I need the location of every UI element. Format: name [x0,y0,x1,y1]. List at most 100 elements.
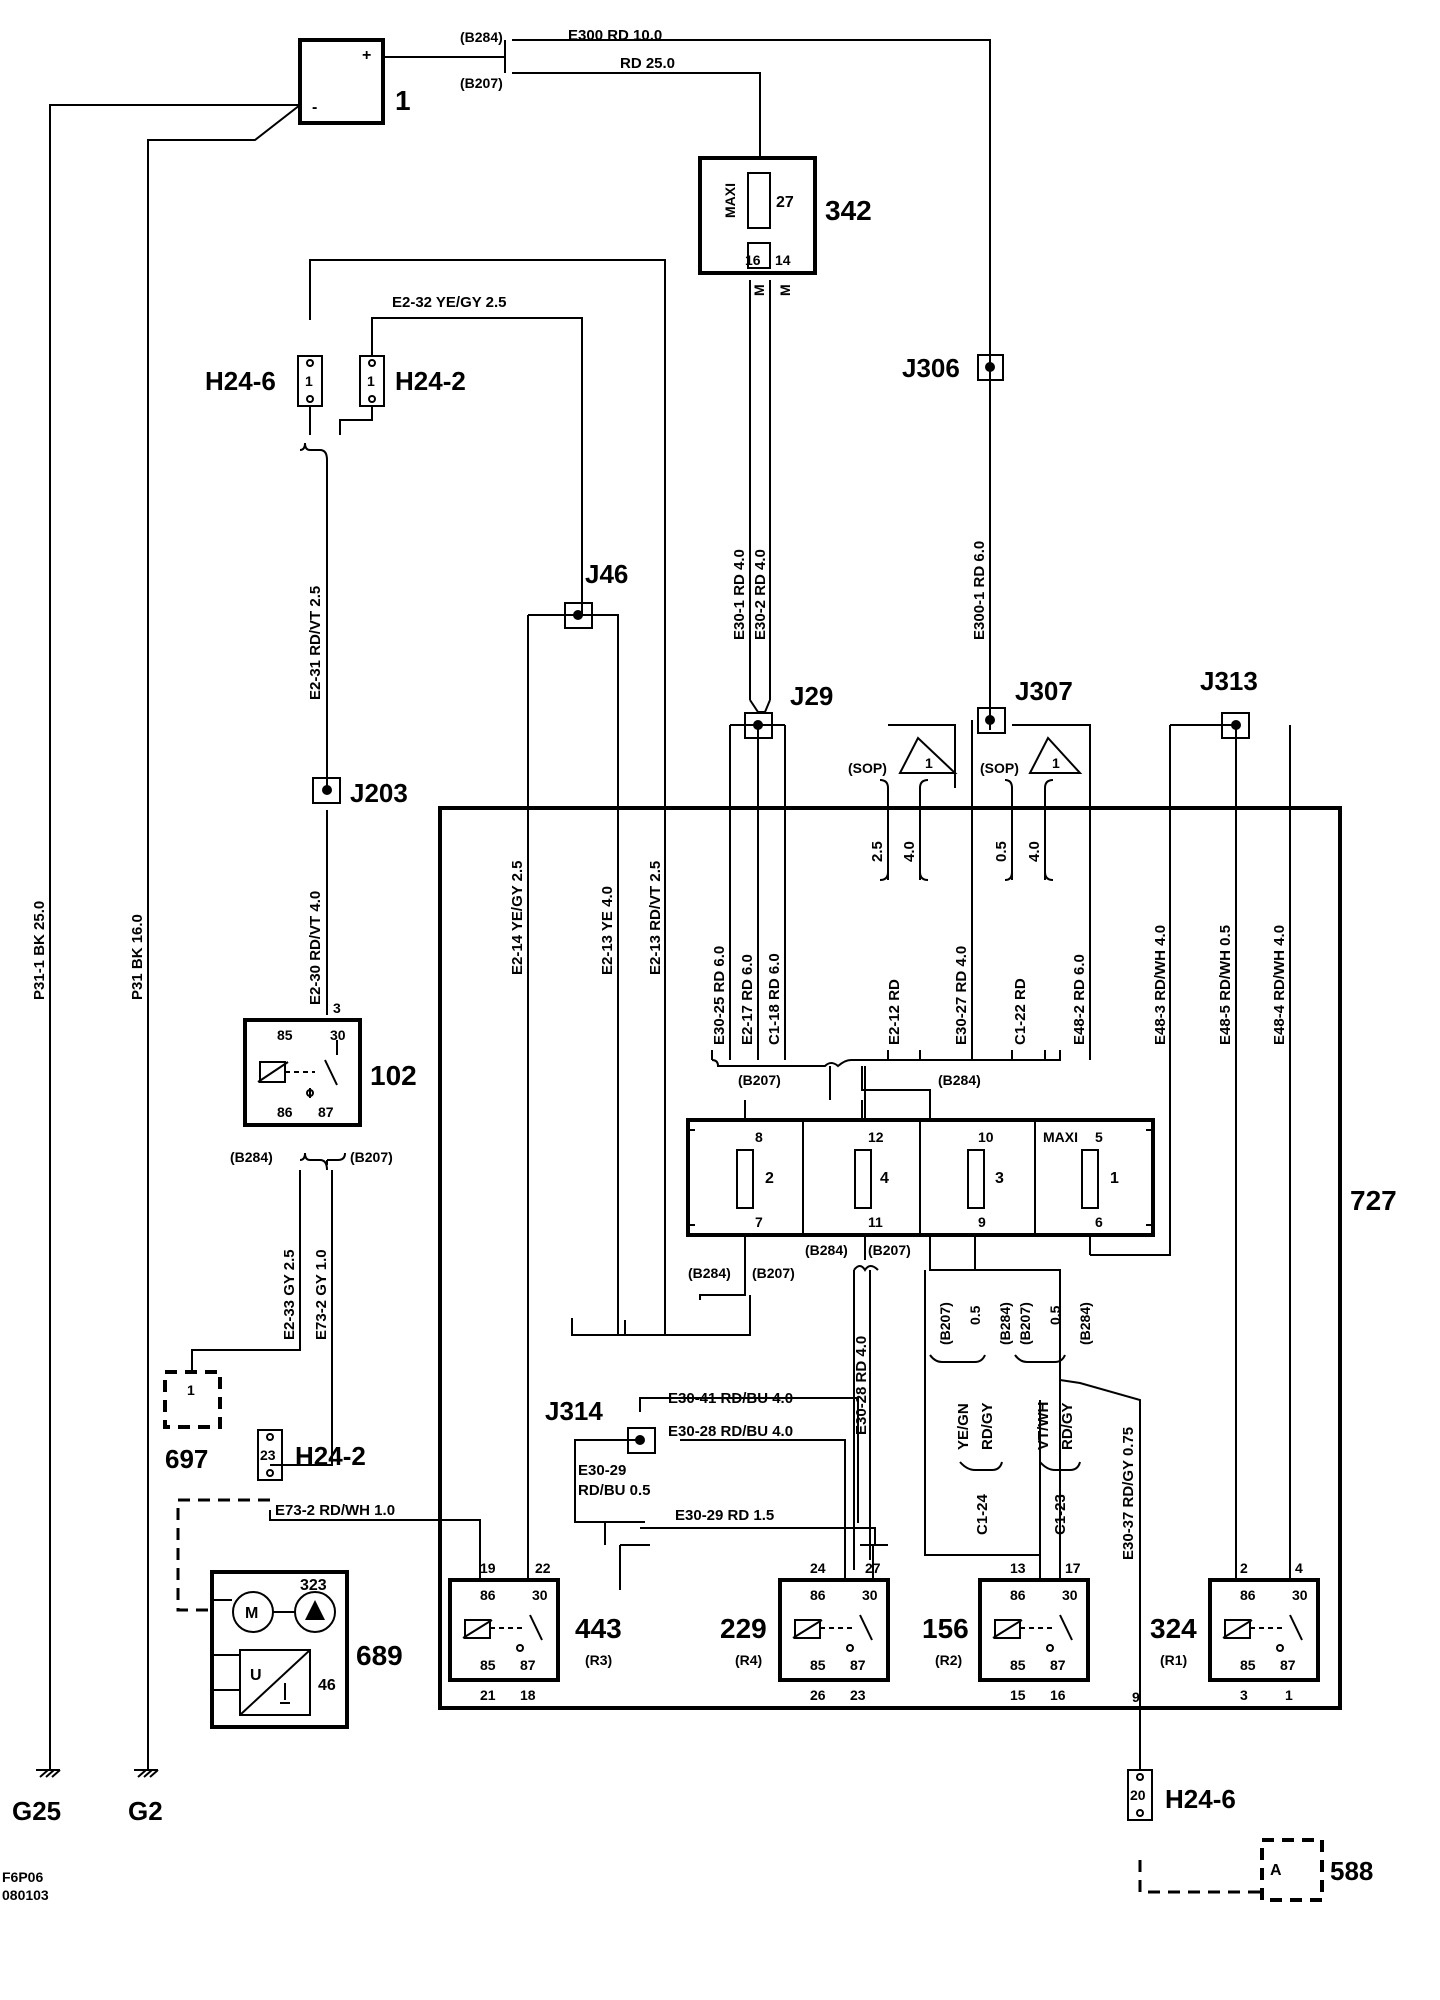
svg-text:3: 3 [333,1000,341,1016]
svg-text:E30-28 RD 4.0: E30-28 RD 4.0 [853,1336,870,1435]
svg-text:(B207): (B207) [937,1302,953,1345]
svg-text:46: 46 [318,1677,336,1694]
connector-h24-2-left: 23 H24-2 [257,1429,366,1481]
svg-text:86: 86 [1240,1587,1256,1603]
svg-text:85: 85 [1010,1657,1026,1673]
svg-text:19: 19 [480,1560,496,1576]
svg-text:RD 25.0: RD 25.0 [620,55,675,72]
junction-j29: J29 [744,681,833,739]
junction-j314: J314 [545,1396,656,1454]
component-588: A 588 [1260,1838,1373,1902]
svg-text:E2-31 RD/VT 2.5: E2-31 RD/VT 2.5 [307,586,324,700]
svg-text:(R4): (R4) [735,1652,762,1668]
svg-text:27: 27 [865,1560,881,1576]
maxi-pin-14: 14 [775,252,791,268]
svg-text:102: 102 [370,1060,417,1091]
fuse-4: 12 4 11 [854,1129,889,1230]
svg-text:E30-28 RD/BU 4.0: E30-28 RD/BU 4.0 [668,1423,793,1440]
svg-text:VT/WH: VT/WH [1035,1402,1052,1450]
svg-text:J203: J203 [350,778,408,808]
svg-text:87: 87 [520,1657,536,1673]
svg-text:0.5: 0.5 [1047,1305,1063,1325]
svg-text:(B284): (B284) [230,1149,273,1165]
svg-text:324: 324 [1150,1613,1197,1644]
svg-text:86: 86 [277,1104,293,1120]
svg-text:10: 10 [978,1129,994,1145]
svg-text:E300 RD 10.0: E300 RD 10.0 [568,27,662,44]
svg-text:C1-23: C1-23 [1052,1494,1069,1535]
svg-text:E2-13 YE 4.0: E2-13 YE 4.0 [599,886,616,975]
svg-text:E2-13 RD/VT 2.5: E2-13 RD/VT 2.5 [647,861,664,975]
svg-text:0.5: 0.5 [993,841,1010,862]
svg-text:23: 23 [850,1687,866,1703]
svg-text:E30-1 RD 4.0: E30-1 RD 4.0 [731,549,748,640]
svg-text:4: 4 [1295,1560,1303,1576]
svg-text:(B284): (B284) [938,1072,981,1088]
svg-text:(R2): (R2) [935,1652,962,1668]
svg-text:RD/BU 0.5: RD/BU 0.5 [578,1482,651,1499]
maxi-fuse-no: 27 [776,194,794,211]
svg-text:E2-33 GY 2.5: E2-33 GY 2.5 [281,1249,298,1340]
svg-text:(B207): (B207) [738,1072,781,1088]
relay-102: 85 30 86 87 3 102 [243,1000,417,1127]
maxi-mark-a: M [751,284,767,296]
svg-text:A: A [1270,1862,1282,1879]
svg-text:2: 2 [765,1170,774,1187]
connector-h24-6-top: 1 H24-6 [205,355,323,407]
fuse-3: 10 3 9 [967,1129,1004,1230]
battery-label: 1 [395,85,411,116]
svg-text:(B284): (B284) [997,1302,1013,1345]
svg-text:229: 229 [720,1613,767,1644]
svg-text:5: 5 [1095,1129,1103,1145]
svg-text:85: 85 [277,1027,293,1043]
svg-text:YE/GN: YE/GN [955,1403,972,1450]
svg-text:J306: J306 [902,353,960,383]
svg-text:6: 6 [1095,1214,1103,1230]
svg-text:E2-32 YE/GY 2.5: E2-32 YE/GY 2.5 [392,294,507,311]
footer-date: 080103 [2,1887,49,1903]
svg-text:15: 15 [1010,1687,1026,1703]
svg-text:1: 1 [1285,1687,1293,1703]
wires [36,39,1291,1894]
svg-text:1: 1 [367,373,375,389]
svg-text:85: 85 [810,1657,826,1673]
h24-2-label: H24-2 [395,366,466,396]
svg-text:(SOP): (SOP) [848,760,887,776]
svg-text:4: 4 [880,1170,889,1187]
fuse-block: 8 2 7 12 4 11 10 3 9 MAXI 5 1 6 [686,1118,1155,1237]
svg-text:85: 85 [480,1657,496,1673]
svg-text:323: 323 [300,1577,327,1594]
svg-text:H24-2: H24-2 [295,1441,366,1471]
svg-text:86: 86 [810,1587,826,1603]
svg-text:E2-17 RD 6.0: E2-17 RD 6.0 [739,954,756,1045]
svg-text:0.5: 0.5 [967,1305,983,1325]
svg-text:16: 16 [1050,1687,1066,1703]
svg-text:(B284): (B284) [1077,1302,1093,1345]
svg-text:697: 697 [165,1444,208,1474]
fuse-1: MAXI 5 1 6 [1043,1129,1119,1230]
svg-text:J313: J313 [1200,666,1258,696]
svg-text:443: 443 [575,1613,622,1644]
relay-324: 86 30 85 87 2 4 3 1 324 (R1) [1150,1560,1320,1703]
svg-text:(B207): (B207) [350,1149,393,1165]
svg-text:E48-2 RD 6.0: E48-2 RD 6.0 [1071,954,1088,1045]
connector-h24-6-bottom: 20 H24-6 [1127,1769,1236,1821]
svg-text:4.0: 4.0 [901,841,918,862]
svg-text:30: 30 [532,1587,548,1603]
svg-text:2.5: 2.5 [869,841,886,862]
svg-text:21: 21 [480,1687,496,1703]
svg-text:E2-14 YE/GY 2.5: E2-14 YE/GY 2.5 [509,860,526,975]
junction-j306: J306 [902,353,1004,383]
ground-g25: G25 [12,1796,61,1826]
battery-minus: - [312,99,317,116]
svg-text:J307: J307 [1015,676,1073,706]
svg-text:11: 11 [868,1214,883,1230]
svg-text:3: 3 [995,1170,1004,1187]
sop-markers: 1 (SOP) 1 (SOP) [848,736,1083,881]
svg-text:86: 86 [480,1587,496,1603]
battery-plus: + [362,47,371,64]
svg-text:12: 12 [868,1129,884,1145]
footer-code: F6P06 [2,1869,43,1885]
svg-text:26: 26 [810,1687,826,1703]
svg-text:30: 30 [1062,1587,1078,1603]
